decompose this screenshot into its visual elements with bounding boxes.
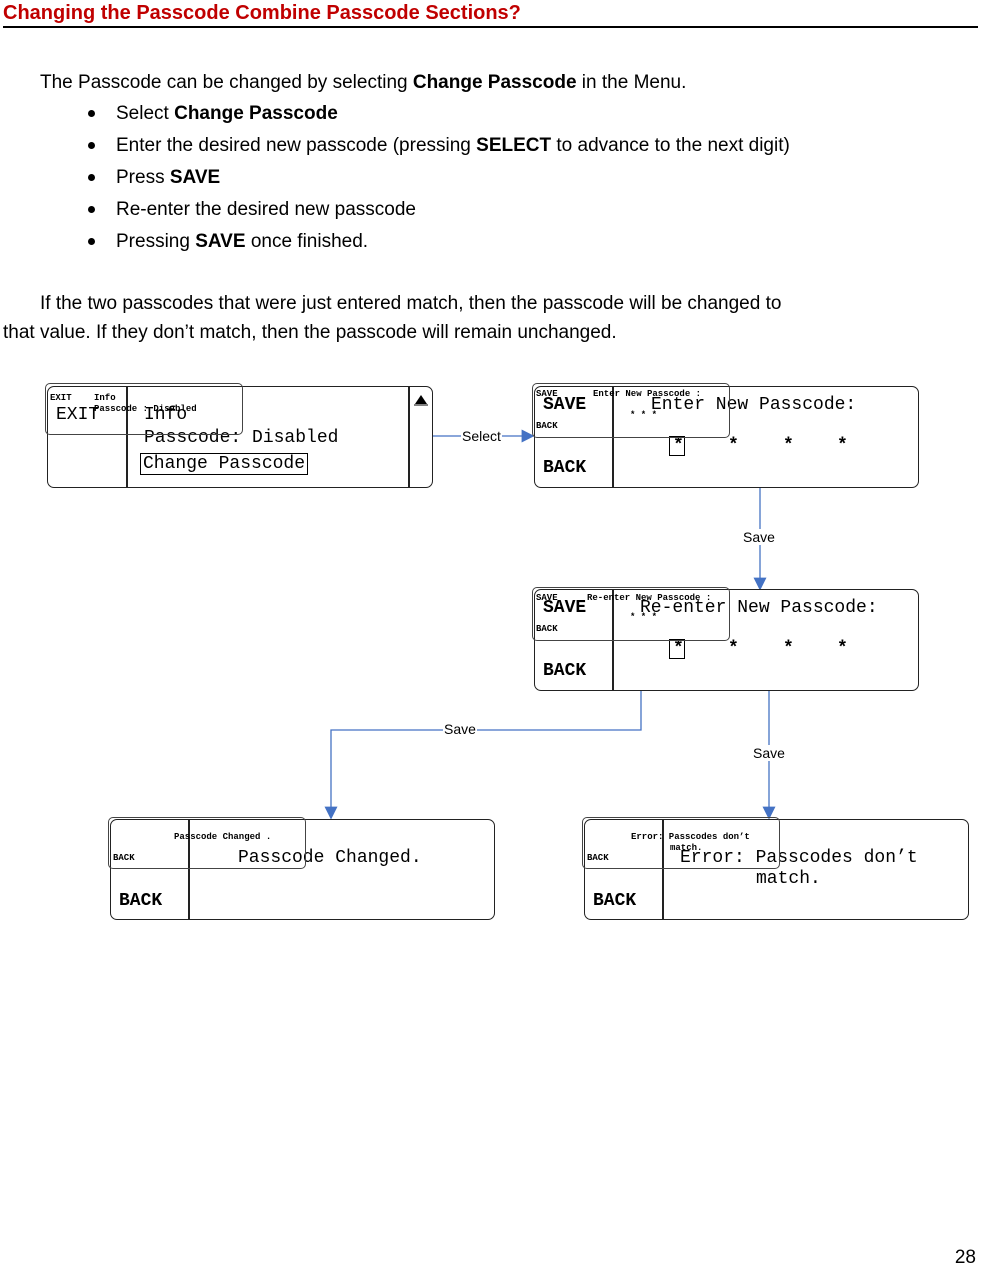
thumb-title: Passcode Changed . [174, 832, 272, 842]
digit-1: * [673, 436, 684, 456]
step-bold: SAVE [169, 167, 221, 188]
step-text: Pressing [116, 231, 196, 252]
save-softkey[interactable]: SAVE [543, 395, 587, 415]
bullet-icon [88, 238, 95, 245]
digit-3: * [783, 436, 794, 456]
screen-divider [126, 387, 128, 487]
digit-2: * [728, 639, 739, 659]
step-bold: SELECT [476, 135, 552, 156]
intro-text-pre: The Passcode can be changed by selecting [40, 72, 413, 93]
back-softkey[interactable]: BACK [119, 891, 163, 911]
thumb-back: BACK [113, 853, 135, 863]
step-item: Press SAVE [88, 167, 790, 199]
digit-1: * [673, 639, 684, 659]
digit-4: * [837, 639, 848, 659]
step-text: once finished. [245, 231, 369, 252]
scroll-up-icon[interactable] [413, 392, 429, 406]
step-bold: Change Passcode [174, 103, 338, 124]
reenter-screen-thumbnail: SAVE Re-enter New Passcode : * * * BACK [532, 587, 730, 641]
screen-title: Enter New Passcode: [651, 395, 857, 415]
thumb-line-2: match. [670, 843, 703, 853]
digit-4: * [837, 436, 848, 456]
info-screen: EXIT Info Passcode: Disabled Change Pass… [47, 386, 433, 488]
passcode-changed-screen: BACK Passcode Changed. [110, 819, 495, 920]
step-text: to advance to the next digit) [551, 135, 790, 156]
step-text: Enter the desired new passcode (pressing [116, 135, 477, 156]
screen-divider [662, 820, 664, 919]
screen-title: Info [144, 405, 188, 425]
page-heading: Changing the Passcode Combine Passcode S… [3, 0, 978, 28]
scrollbar-divider [408, 387, 410, 487]
changed-screen-thumbnail: Passcode Changed . BACK [108, 817, 306, 869]
thumb-status: Passcode : Disabled [94, 404, 197, 414]
thumb-back: BACK [587, 853, 609, 863]
bullet-icon [88, 110, 95, 117]
bullet-icon [88, 142, 95, 149]
save-softkey[interactable]: SAVE [543, 598, 587, 618]
digit-3: * [783, 639, 794, 659]
error-message-line-1: Error: Passcodes don’t [680, 848, 918, 868]
step-text: Select [116, 103, 175, 124]
step-item: Re-enter the desired new passcode [88, 199, 790, 231]
step-text: Press [116, 167, 170, 188]
error-message-line-2: match. [756, 869, 821, 889]
thumb-digits: * * * [630, 410, 658, 420]
info-screen-thumbnail: EXIT Info Passcode : Disabled [45, 383, 243, 435]
confirmation-message: Passcode Changed. [238, 848, 422, 868]
passcode-status: Passcode: Disabled [144, 428, 339, 448]
exit-softkey[interactable]: EXIT [56, 405, 100, 425]
thumb-title: Info [94, 393, 116, 403]
digit-2: * [728, 436, 739, 456]
bullet-icon [88, 174, 95, 181]
thumb-back: BACK [536, 624, 558, 634]
flow-label-save: Save [742, 529, 776, 545]
thumb-back: BACK [536, 421, 558, 431]
passcode-error-screen: BACK Error: Passcodes don’t match. [584, 819, 969, 920]
screen-divider [188, 820, 190, 919]
explanation-line-2: that value. If they don’t match, then th… [3, 322, 617, 343]
change-passcode-option[interactable]: Change Passcode [140, 453, 309, 475]
explanation-line-1: If the two passcodes that were just ente… [40, 293, 782, 314]
thumb-line-1: Error: Passcodes don’t [631, 832, 750, 842]
steps-list: Select Change Passcode Enter the desired… [88, 103, 790, 263]
intro-paragraph: The Passcode can be changed by selecting… [40, 72, 686, 94]
connector-save-match [324, 690, 642, 820]
enter-screen-thumbnail: SAVE Enter New Passcode : * * * BACK [532, 383, 730, 438]
thumb-title: Re-enter New Passcode : [587, 593, 712, 603]
thumb-save: SAVE [536, 389, 558, 399]
step-item: Select Change Passcode [88, 103, 790, 135]
step-bold: SAVE [195, 231, 246, 252]
flow-label-save-match: Save [443, 721, 477, 737]
screen-title: Re-enter New Passcode: [640, 598, 878, 618]
error-screen-thumbnail: Error: Passcodes don’t match. BACK [582, 817, 780, 869]
back-softkey[interactable]: BACK [543, 458, 587, 478]
step-text: Re-enter the desired new passcode [116, 199, 416, 220]
digit-cursor [669, 639, 685, 659]
step-item: Pressing SAVE once finished. [88, 231, 790, 263]
bullet-icon [88, 206, 95, 213]
intro-text-bold: Change Passcode [412, 72, 577, 93]
flow-label-save-mismatch: Save [752, 745, 786, 761]
thumb-save: SAVE [536, 593, 558, 603]
thumb-digits: * * * [630, 612, 658, 622]
digit-cursor [669, 436, 685, 456]
thumb-title: Enter New Passcode : [593, 389, 702, 399]
flow-label-select: Select [461, 428, 502, 444]
thumb-exit: EXIT [50, 393, 72, 403]
back-softkey[interactable]: BACK [593, 891, 637, 911]
page-number: 28 [954, 1247, 976, 1268]
intro-text-post: in the Menu. [576, 72, 687, 93]
back-softkey[interactable]: BACK [543, 661, 587, 681]
step-item: Enter the desired new passcode (pressing… [88, 135, 790, 167]
